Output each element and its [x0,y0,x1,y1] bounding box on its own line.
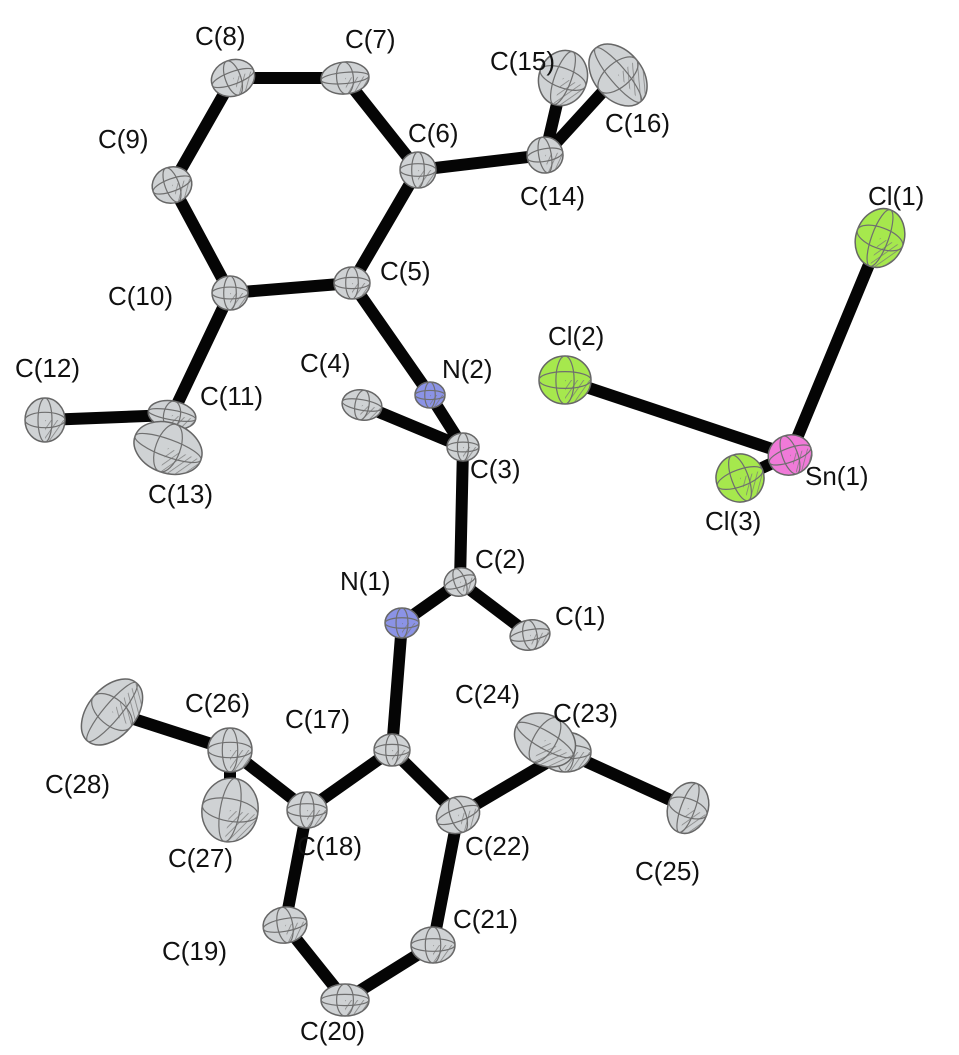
atom-c22 [435,795,481,835]
label-c8: C(8) [195,21,246,51]
label-c17: C(17) [285,704,350,734]
label-c6: C(6) [408,118,459,148]
label-cl3: Cl(3) [705,506,761,536]
label-cl2: Cl(2) [548,321,604,351]
label-c18: C(18) [297,831,362,861]
atom-c14 [526,136,564,174]
atom-c10 [211,275,249,311]
bond-c5-c10 [224,277,358,299]
label-n2: N(2) [442,354,493,384]
label-c4: C(4) [300,348,351,378]
atom-n2 [414,381,446,409]
label-c19: C(19) [162,936,227,966]
labels-layer: Sn(1) Cl(1) Cl(2) Cl(3) N(1) N(2) C(1) C(2) C(3)… [15,21,924,1046]
atom-c3 [446,432,480,462]
atom-c25 [666,781,710,835]
bond-c21-c22 [427,809,464,951]
atom-c8 [210,58,256,98]
atom-c9 [151,166,193,204]
atom-cl3 [715,453,765,503]
bond-c10-c9 [166,179,236,299]
atom-c4 [341,389,383,421]
atom-c24 [513,712,577,768]
label-c16: C(16) [605,108,670,138]
label-c12: C(12) [15,353,80,383]
label-c25: C(25) [635,856,700,886]
bond-c6-c5 [346,164,424,289]
atom-c7 [320,61,370,95]
label-c15: C(15) [490,46,555,76]
label-c14: C(14) [520,181,585,211]
bond-c5-n2 [346,277,436,401]
bond-c10-c11 [166,287,236,421]
atom-sn1 [767,434,813,476]
bond-c6-c14 [412,149,551,176]
bond-c7-c6 [339,72,424,176]
label-c20: C(20) [300,1016,365,1046]
bond-sn1-cl1 [784,232,886,461]
label-c26: C(26) [185,688,250,718]
atom-c18 [286,791,328,829]
label-c3: C(3) [470,454,521,484]
label-n1: N(1) [340,566,391,596]
atom-c16 [588,43,648,107]
label-c11: C(11) [200,381,263,411]
atom-cl2 [538,355,592,405]
bond-n1-c17 [386,617,408,756]
label-c1: C(1) [555,601,606,631]
atom-c19 [262,906,308,944]
atom-c21 [410,926,456,964]
label-c24: C(24) [455,679,520,709]
label-c23: C(23) [553,698,618,728]
label-sn1: Sn(1) [805,461,869,491]
atom-c13 [133,420,203,476]
atom-c12 [24,397,66,443]
label-c5: C(5) [380,256,431,286]
label-c7: C(7) [345,24,396,54]
label-cl1: Cl(1) [868,181,924,211]
label-c9: C(9) [98,124,149,154]
atom-c27 [201,777,259,843]
atom-c15 [537,49,589,107]
atom-c17 [373,733,411,767]
atoms-layer [24,43,906,1017]
atom-c26 [207,727,253,773]
atom-c20 [320,983,370,1017]
label-c21: C(21) [453,904,518,934]
atom-c6 [399,151,437,189]
label-c13: C(13) [148,479,213,509]
atom-c5 [333,266,371,300]
label-c27: C(27) [168,843,233,873]
atom-c2 [443,567,477,597]
bond-sn1-cl2 [559,374,796,461]
label-c22: C(22) [465,831,530,861]
label-c2: C(2) [475,544,526,574]
label-c28: C(28) [45,769,110,799]
bond-c3-c2 [454,441,469,588]
atom-cl1 [854,207,906,269]
bond-c18-c19 [279,804,313,931]
atom-n1 [384,607,420,639]
atom-c28 [80,678,144,746]
label-c10: C(10) [108,281,173,311]
atom-c1 [509,619,551,651]
